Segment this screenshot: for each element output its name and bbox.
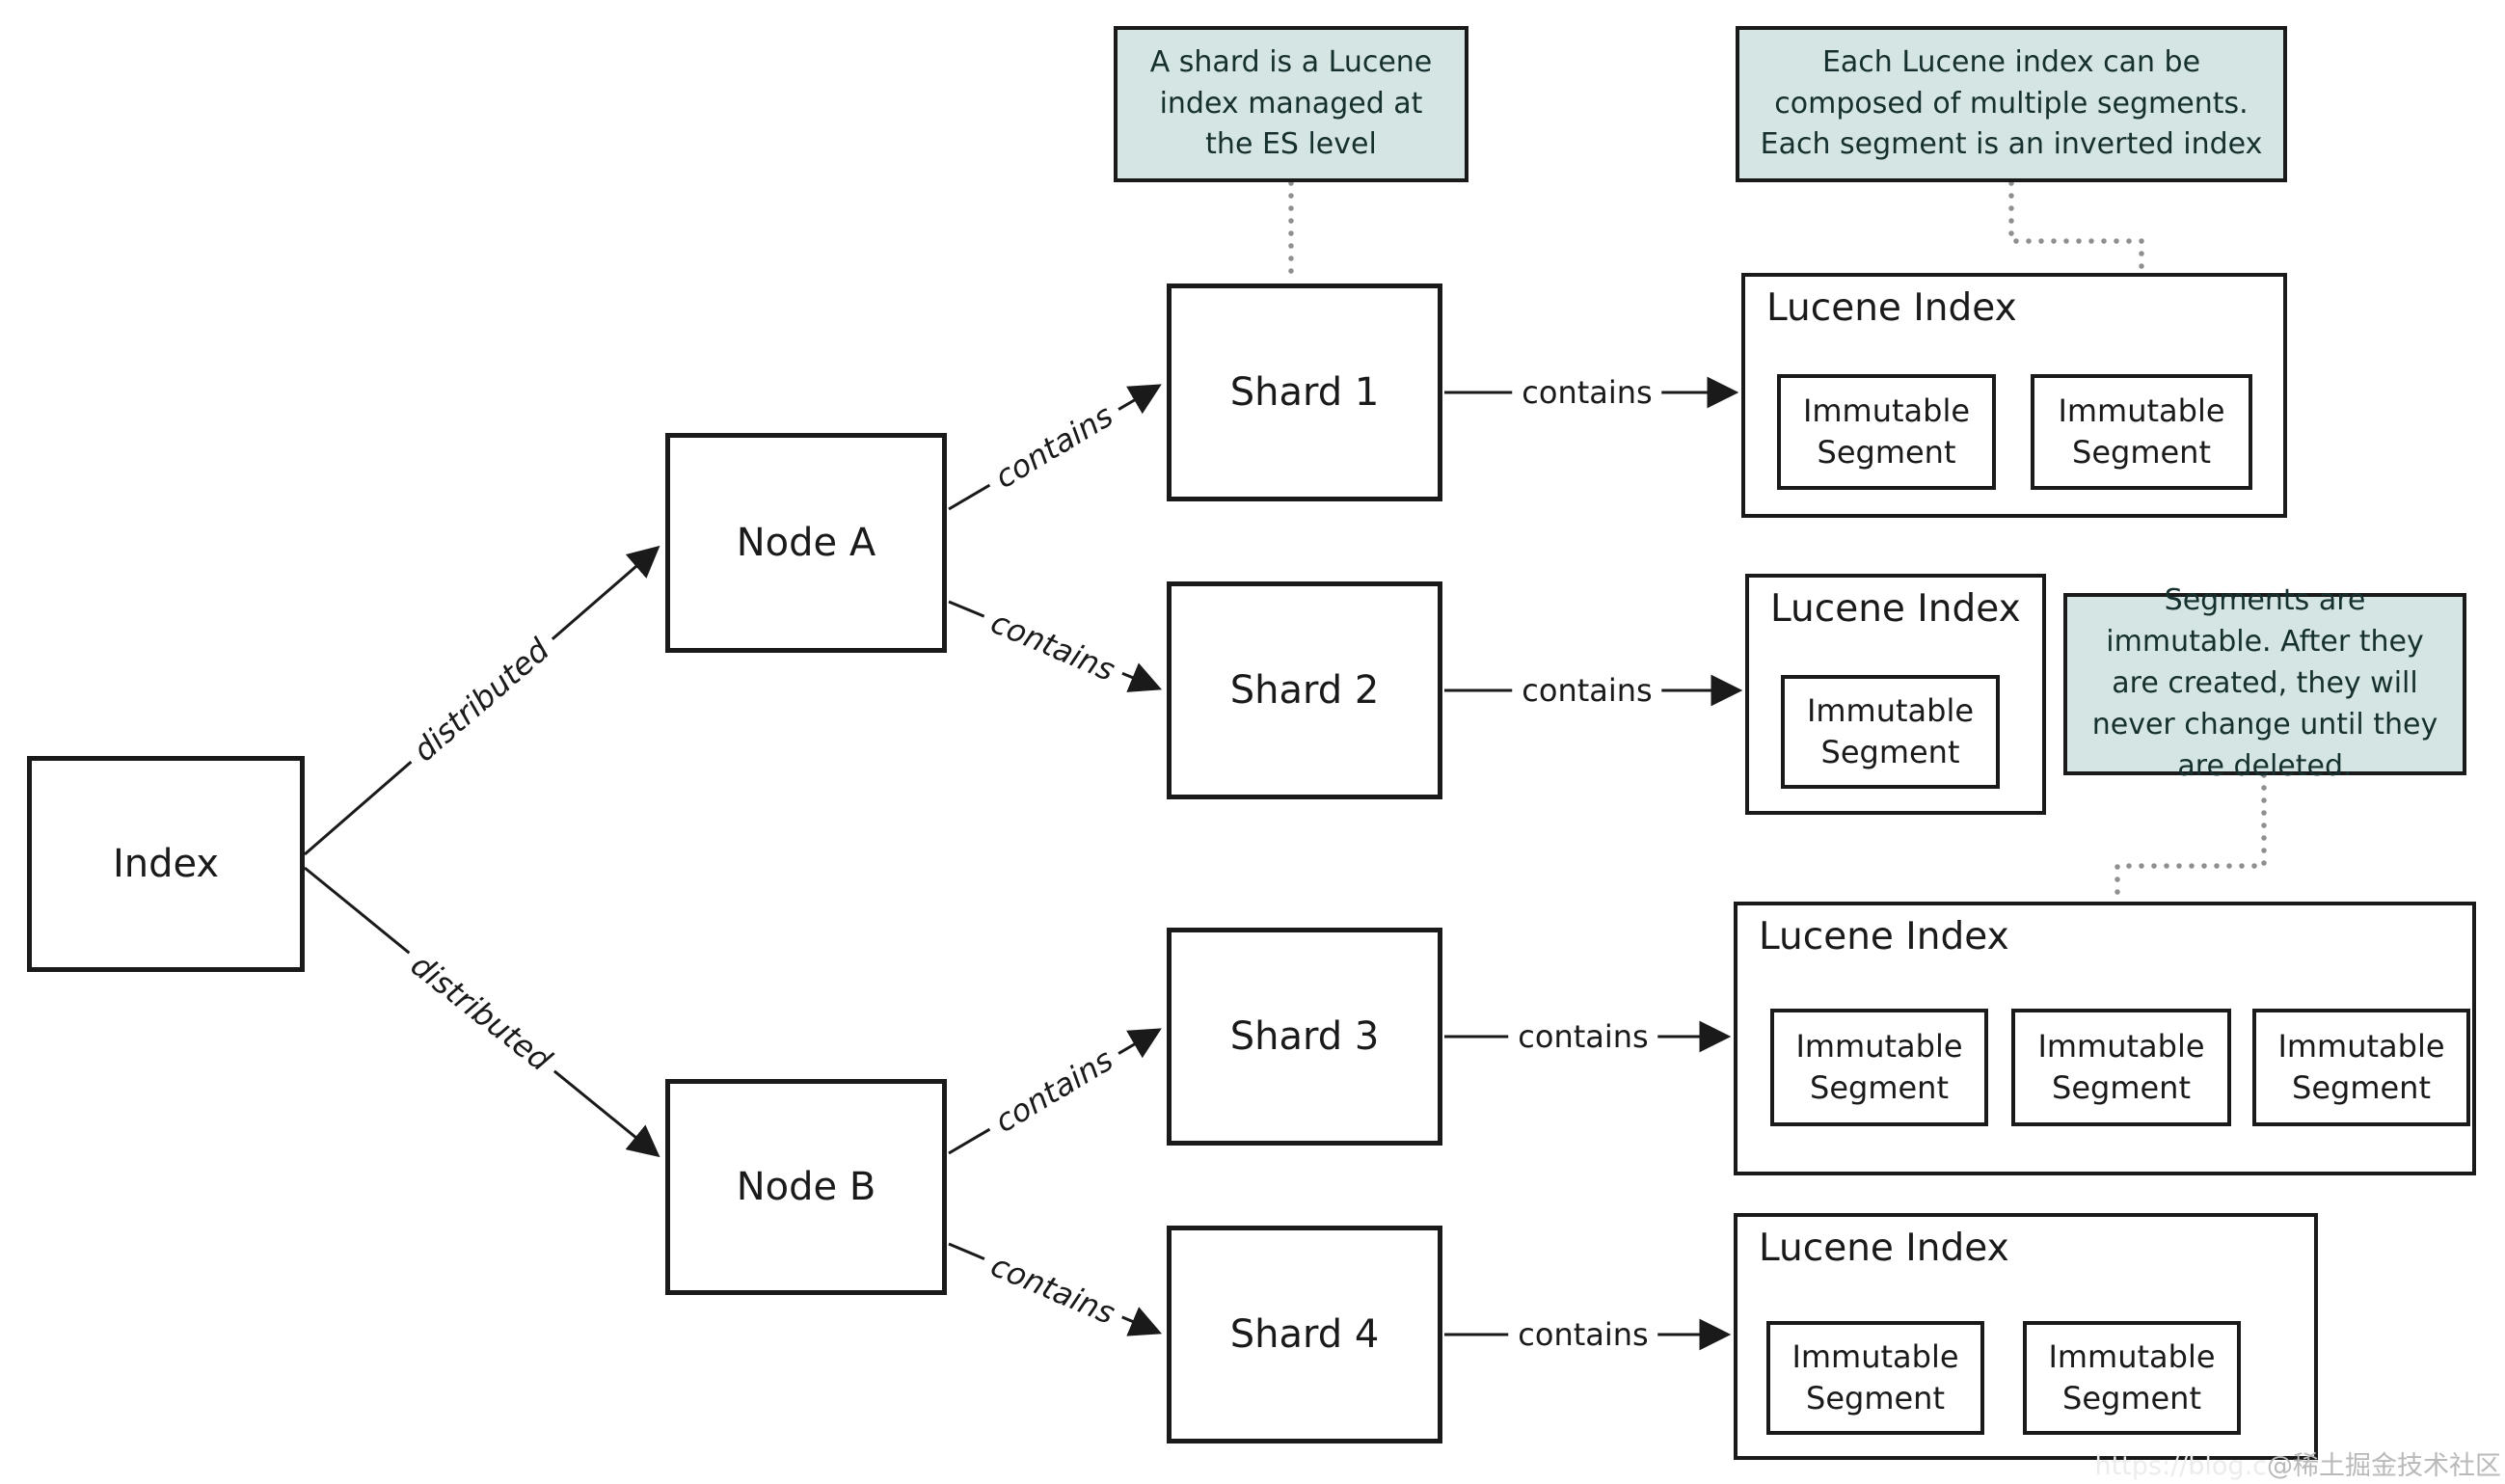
note-segments-immutable: Segments are immutable. After they are c… bbox=[2063, 583, 2466, 783]
lucene-index-3: Lucene Index Immutable Segment Immutable… bbox=[1734, 902, 2476, 1175]
shard-1-label: Shard 1 bbox=[1229, 370, 1380, 415]
lucene-1-segment-2: Immutable Segment bbox=[2031, 374, 2252, 490]
edge-label-contains-s2: contains bbox=[1512, 671, 1662, 710]
edge-label-contains-s4: contains bbox=[1508, 1315, 1658, 1354]
lucene-2-segment-1: Immutable Segment bbox=[1781, 675, 2000, 789]
note-segments-immutable-text: Segments are immutable. After they are c… bbox=[2091, 583, 2438, 783]
shard-2-label: Shard 2 bbox=[1229, 668, 1380, 713]
node-b-label: Node B bbox=[736, 1165, 876, 1209]
watermark: https://blog.c@稀土掘金技术社区 bbox=[2094, 1444, 2501, 1482]
lucene-index-2: Lucene Index Immutable Segment bbox=[1745, 574, 2046, 815]
watermark-url-fragment: https://blog.c bbox=[2094, 1451, 2267, 1481]
lucene-index-4-title: Lucene Index bbox=[1759, 1227, 2009, 1270]
shard-4-label: Shard 4 bbox=[1229, 1312, 1380, 1357]
node-a-label: Node A bbox=[736, 521, 876, 565]
segment-label: Immutable Segment bbox=[1806, 691, 1975, 770]
lucene-index-2-title: Lucene Index bbox=[1770, 587, 2021, 631]
lucene-3-segment-3: Immutable Segment bbox=[2252, 1009, 2470, 1126]
shard-3-box: Shard 3 bbox=[1167, 928, 1442, 1146]
segment-label: Immutable Segment bbox=[2048, 1337, 2216, 1417]
watermark-site-name: @稀土掘金技术社区 bbox=[2267, 1451, 2501, 1481]
segment-label: Immutable Segment bbox=[2037, 1027, 2205, 1106]
lucene-3-segment-1: Immutable Segment bbox=[1770, 1009, 1988, 1126]
segment-label: Immutable Segment bbox=[1802, 391, 1971, 471]
note-shard-definition: A shard is a Lucene index managed at the… bbox=[1114, 26, 1468, 182]
lucene-index-1: Lucene Index Immutable Segment Immutable… bbox=[1741, 273, 2287, 518]
index-label: Index bbox=[112, 842, 220, 886]
segment-label: Immutable Segment bbox=[2277, 1027, 2445, 1106]
segment-label: Immutable Segment bbox=[2058, 391, 2225, 471]
shard-2-box: Shard 2 bbox=[1167, 581, 1442, 799]
dotted-connector-note-3-to-segment bbox=[2114, 772, 2267, 1008]
segment-label: Immutable Segment bbox=[1795, 1027, 1963, 1106]
index-box: Index bbox=[27, 756, 305, 972]
shard-1-box: Shard 1 bbox=[1167, 283, 1442, 501]
lucene-index-1-title: Lucene Index bbox=[1766, 286, 2017, 330]
node-b-box: Node B bbox=[665, 1079, 947, 1295]
lucene-index-3-title: Lucene Index bbox=[1759, 915, 2009, 958]
edge-label-contains-s3: contains bbox=[1508, 1017, 1658, 1056]
lucene-4-segment-1: Immutable Segment bbox=[1766, 1321, 1984, 1435]
shard-3-label: Shard 3 bbox=[1229, 1014, 1380, 1059]
note-shard-definition-text: A shard is a Lucene index managed at the… bbox=[1149, 44, 1433, 162]
node-a-box: Node A bbox=[665, 433, 947, 653]
lucene-index-4: Lucene Index Immutable Segment Immutable… bbox=[1734, 1213, 2318, 1460]
shard-4-box: Shard 4 bbox=[1167, 1226, 1442, 1444]
lucene-1-segment-1: Immutable Segment bbox=[1777, 374, 1996, 490]
edge-label-contains-s1: contains bbox=[1512, 373, 1662, 412]
note-lucene-segments-text: Each Lucene index can be composed of mul… bbox=[1760, 44, 2263, 162]
lucene-3-segment-2: Immutable Segment bbox=[2011, 1009, 2231, 1126]
note-lucene-segments: Each Lucene index can be composed of mul… bbox=[1736, 26, 2287, 182]
segment-label: Immutable Segment bbox=[1791, 1337, 1959, 1417]
lucene-4-segment-2: Immutable Segment bbox=[2023, 1321, 2241, 1435]
